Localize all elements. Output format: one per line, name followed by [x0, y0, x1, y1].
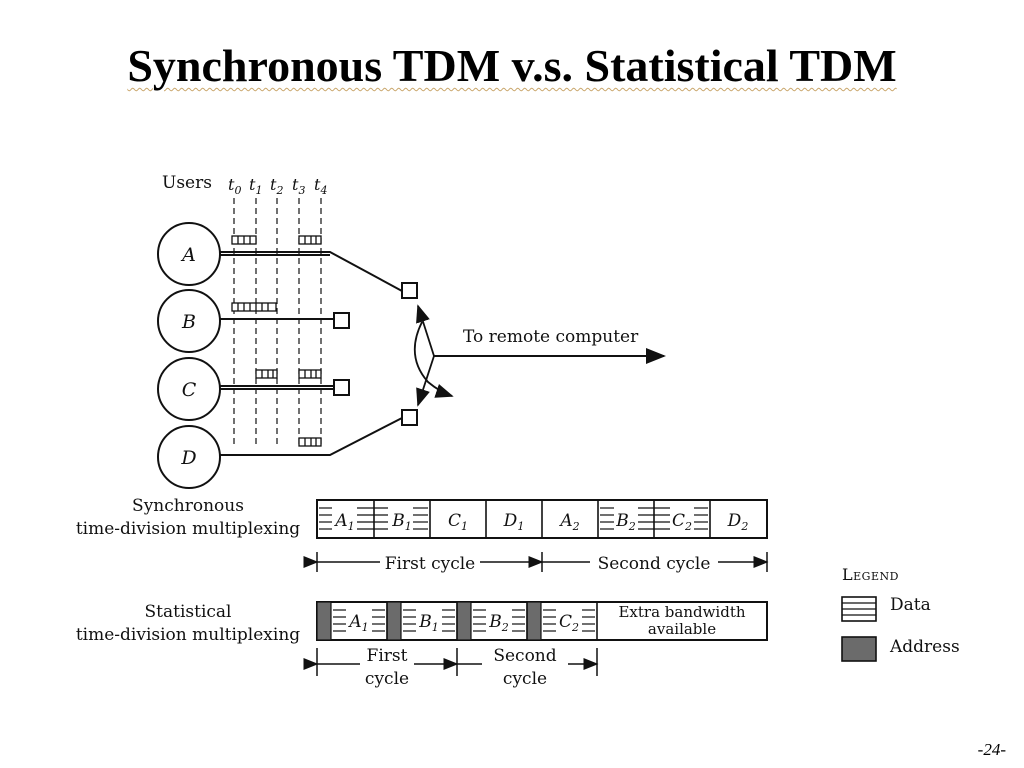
time-label-1: t1 [249, 175, 262, 197]
sync-slot-1: B1 [391, 511, 412, 533]
legend-address-label: Address [889, 637, 960, 657]
stat-address-0 [316, 601, 332, 641]
time-grid-lines [233, 198, 322, 446]
stat-frame: A1 B1 B2 C2 Extra bandwidth available [316, 601, 768, 641]
user-b-label: B [181, 311, 196, 333]
user-b-circle [157, 289, 221, 353]
user-a-label: A [180, 244, 196, 266]
legend-title: Legend [842, 565, 899, 584]
sync-slot-7: D2 [727, 511, 749, 533]
sync-slot-0: A1 [333, 511, 354, 533]
sync-slot-2: C1 [448, 511, 468, 533]
stat-label-line1: Statistical [145, 602, 232, 622]
time-label-0: t0 [228, 175, 241, 197]
remote-computer-label: To remote computer [463, 327, 639, 347]
stat-second-cycle-line2: cycle [503, 669, 547, 689]
sync-slot-6: C2 [672, 511, 692, 533]
switch-rotation-arc [413, 321, 454, 398]
slide-title: Synchronous TDM v.s. Statistical TDM [127, 40, 897, 91]
sync-frame: A1 B1 C1 D1 A2 B2 C2 D2 [316, 499, 768, 539]
line-user-d [220, 417, 403, 456]
stat-address-2 [456, 601, 472, 641]
stat-slot-2: B2 [488, 612, 509, 634]
sync-first-cycle: First cycle [385, 554, 475, 574]
time-labels: t0 t1 t2 t3 t4 [228, 175, 327, 197]
users-label: Users [162, 173, 212, 193]
user-d-label: D [180, 447, 196, 469]
stat-second-cycle-line1: Second [493, 646, 556, 666]
stat-address-1 [386, 601, 402, 641]
packet-d-1 [298, 437, 322, 447]
packet-b-1 [231, 302, 277, 312]
sync-second-cycle: Second cycle [598, 554, 711, 574]
stat-extra-line1: Extra bandwidth [618, 603, 745, 621]
switch-terminals [333, 282, 418, 426]
legend: Legend Data Address [841, 565, 960, 662]
user-d-circle [157, 425, 221, 489]
sync-cycle-markers [303, 552, 769, 572]
terminal-b [333, 312, 350, 329]
sync-label-line2: time-division multiplexing [76, 519, 300, 539]
stat-slot-3: C2 [559, 612, 579, 634]
user-c-label: C [182, 379, 197, 401]
time-label-2: t2 [270, 175, 283, 197]
packet-c-1 [255, 369, 278, 379]
user-packets [231, 235, 322, 447]
packet-a-2 [298, 235, 322, 245]
packet-c-2 [298, 369, 322, 379]
page-number: -24- [977, 740, 1006, 759]
legend-data-label: Data [890, 595, 931, 615]
time-label-4: t4 [314, 175, 327, 197]
stat-label-line2: time-division multiplexing [76, 625, 300, 645]
switch-arm-up [416, 304, 435, 357]
sync-slot-4: A2 [558, 511, 579, 533]
sync-slot-3: D1 [503, 511, 525, 533]
terminal-a [401, 282, 418, 299]
stat-address-3 [526, 601, 542, 641]
line-user-a [220, 251, 403, 292]
stat-data-stripes [333, 609, 595, 632]
stat-first-cycle-line2: cycle [365, 669, 409, 689]
sync-label-line1: Synchronous [132, 496, 244, 516]
stat-address-blocks [316, 601, 542, 641]
stat-extra-line2: available [648, 620, 716, 638]
time-label-3: t3 [292, 175, 305, 197]
sync-slot-5: B2 [615, 511, 636, 533]
stat-first-cycle-line1: First [367, 646, 408, 666]
sync-data-stripes [319, 507, 708, 530]
stat-slot-0: A1 [347, 612, 368, 634]
terminal-c [333, 379, 350, 396]
legend-address-swatch [841, 636, 877, 662]
stat-cycle-markers [303, 648, 599, 676]
stat-slot-1: B1 [418, 612, 439, 634]
terminal-d [401, 409, 418, 426]
